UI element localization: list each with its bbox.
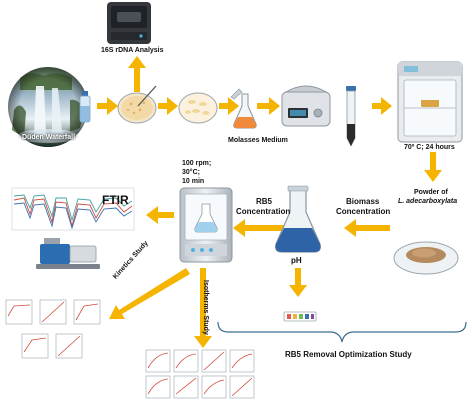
rb5-label: RB5 (256, 197, 273, 206)
waterfall-photo (8, 67, 88, 147)
petri-dish-icon (117, 85, 157, 124)
isotherm-plots-icon (145, 349, 255, 399)
arrow-to-sequencing (128, 56, 146, 92)
arrow-shaker-to-kinetics (109, 268, 190, 319)
tube-icon (346, 86, 356, 147)
shaker-icon (179, 187, 233, 263)
powder-dish-icon (393, 241, 459, 275)
medium-label: Molasses Medium (228, 137, 288, 144)
arrow-medium-to-centrifuge (257, 97, 280, 115)
arrow-centrifuge-to-oven (372, 97, 392, 115)
arrow-flask-to-shaker (233, 219, 286, 237)
arrow-shaker-to-isotherms (194, 268, 212, 348)
biomass-concentration-label: Concentration (336, 207, 391, 216)
bottle-icon (79, 91, 91, 123)
center-flask-icon (275, 185, 321, 253)
arrow-plate-to-colonies (158, 97, 178, 115)
sequencer-icon (107, 2, 151, 44)
rb5-concentration-label: Concentration (236, 207, 291, 216)
drying-label: 70º C; 24 hours (404, 144, 455, 151)
oven-icon (397, 61, 463, 143)
centrifuge-icon (281, 85, 331, 127)
arrows (97, 56, 442, 348)
isotherms-label: Isotherms Study (202, 280, 209, 335)
ph-label: pH (291, 256, 302, 265)
flask-icon (230, 88, 257, 129)
conditions-time: 10 min (182, 178, 205, 185)
arrow-colonies-to-medium (219, 97, 239, 115)
study-label: RB5 Removal Optimization Study (285, 350, 412, 359)
biomass-label: Biomass (346, 197, 380, 206)
conditions-rpm: 100 rpm; (182, 160, 212, 167)
arrow-waterfall-to-plate (97, 97, 118, 115)
optimization-bracket (217, 321, 467, 343)
arrow-oven-to-powder (424, 152, 442, 182)
colony-plate-icon (178, 92, 218, 124)
arrow-shaker-to-ftir (146, 206, 174, 224)
conditions-temp: 30°C; (182, 169, 200, 176)
powder-label-line1: Powder of (414, 189, 448, 196)
kinetics-plots-icon (5, 299, 101, 359)
ftir-spectrum-icon (11, 187, 135, 231)
ftir-label: FTIR (102, 193, 129, 207)
powder-label-line2: L. adecarboxylata (398, 198, 458, 205)
spectrometer-icon (36, 238, 100, 269)
arrow-powder-to-flask (344, 219, 390, 237)
sequencing-label: 16S rDNA Analysis (101, 47, 164, 54)
ph-strip-icon (283, 311, 317, 322)
waterfall-label: Düden Waterfall (22, 134, 76, 141)
arrow-flask-to-ph (289, 268, 307, 297)
